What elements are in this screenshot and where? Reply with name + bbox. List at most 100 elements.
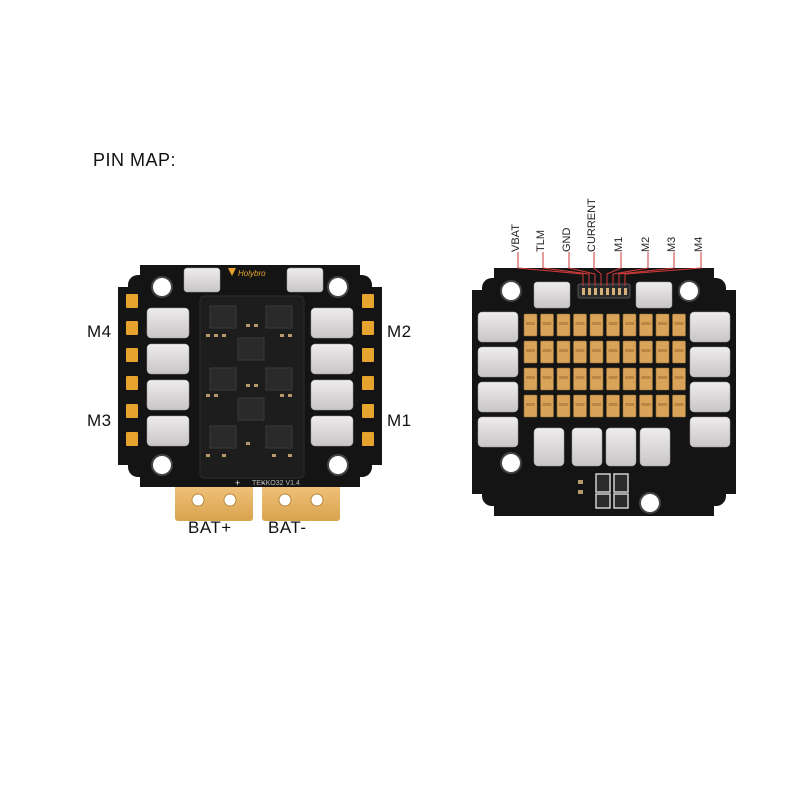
capacitor (605, 427, 637, 467)
motor-pad (362, 376, 374, 390)
front-right-capacitors (310, 307, 354, 447)
bat-plus-tab (175, 485, 253, 521)
mosfet-marking (575, 403, 585, 406)
mosfet-marking (641, 376, 651, 379)
pin-callouts (517, 252, 702, 286)
battery-label-negative: BAT- (268, 518, 307, 537)
mosfet-marking (559, 322, 568, 325)
mosfet-marking (674, 403, 684, 406)
capacitor (477, 381, 519, 413)
shunt-resistor (595, 493, 611, 509)
back-right-capacitors (689, 311, 731, 448)
motor-pad (126, 294, 138, 308)
ic-chip (237, 337, 265, 361)
front-board: Holybro TEKKO32 V1.4 + - (118, 265, 382, 521)
shunt-resistor (613, 493, 629, 509)
back-pin-label: CURRENT (586, 198, 598, 252)
pin-callout-line (542, 252, 590, 286)
capacitor (689, 311, 731, 343)
mosfet-marking (641, 403, 651, 406)
mosfet-marking (575, 376, 585, 379)
mosfet-marking (592, 376, 601, 379)
capacitor (571, 427, 603, 467)
bat-plus-hole-2 (223, 493, 237, 507)
pin-callout-line (624, 252, 702, 286)
pin-map-title: PIN MAP: (93, 150, 177, 170)
motor-pad (126, 348, 138, 362)
mosfet-marking (542, 322, 552, 325)
front-mount-hole-tr (327, 276, 349, 298)
capacitor (310, 307, 354, 339)
brand-logo: Holybro (228, 268, 266, 278)
back-pin-label: M2 (640, 236, 652, 252)
back-mount-hole-tr (678, 280, 700, 302)
motor-pad (362, 321, 374, 335)
capacitor (310, 379, 354, 411)
pad-polarity-negative: - (262, 478, 265, 488)
pin-callout-line (568, 252, 596, 286)
mosfet-marking (592, 322, 601, 325)
motor-label-m4: M4 (87, 322, 112, 341)
capacitor (310, 343, 354, 375)
capacitor (146, 379, 190, 411)
shunt-resistor (613, 473, 629, 493)
back-mount-hole-bl (500, 452, 522, 474)
bat-minus-hole-1 (278, 493, 292, 507)
pin-callout-line (612, 252, 649, 286)
pin-connector (577, 283, 631, 299)
motor-pad (126, 321, 138, 335)
mosfet-marking (559, 376, 568, 379)
capacitor (477, 346, 519, 378)
motor-pad (362, 348, 374, 362)
capacitor (689, 416, 731, 448)
mosfet-marking (542, 376, 552, 379)
mosfet-marking (559, 403, 568, 406)
motor-pad (362, 404, 374, 418)
back-pin-label: VBAT (510, 224, 522, 252)
front-mount-hole-br (327, 454, 349, 476)
mosfet-marking (592, 403, 601, 406)
capacitor (146, 307, 190, 339)
back-pin-label: TLM (535, 230, 547, 252)
motor-pad (362, 432, 374, 446)
capacitor (146, 343, 190, 375)
back-bottom-capacitors (533, 427, 671, 467)
holybro-logo-icon (228, 268, 236, 276)
mosfet-marking (559, 349, 568, 352)
capacitor (286, 267, 324, 293)
front-left-capacitors (146, 307, 190, 447)
ic-chip (265, 305, 293, 329)
ic-chip (237, 397, 265, 421)
mosfet-marking (608, 403, 618, 406)
battery-label-positive: BAT+ (188, 518, 232, 537)
capacitor (689, 381, 731, 413)
mosfet-marking (625, 322, 634, 325)
mosfet-marking (658, 403, 667, 406)
mosfet-marking (674, 376, 684, 379)
pin-callout-line (593, 252, 602, 286)
mosfet-marking (526, 403, 535, 406)
ic-chip (265, 367, 293, 391)
capacitor (477, 416, 519, 448)
shunt-resistors (578, 473, 629, 509)
capacitor (477, 311, 519, 343)
mosfet-marking (608, 376, 618, 379)
silkscreen-model: TEKKO32 V1.4 (252, 480, 300, 487)
passive-components (206, 324, 292, 457)
bat-minus-hole-2 (310, 493, 324, 507)
capacitor (689, 346, 731, 378)
motor-pad (126, 432, 138, 446)
mosfet-marking (625, 349, 634, 352)
mosfet-marking (674, 322, 684, 325)
front-mount-hole-tl (151, 276, 173, 298)
brand-text: Holybro (238, 269, 266, 278)
bat-minus-tab (262, 485, 340, 521)
ic-chip (265, 425, 293, 449)
motor-label-m3: M3 (87, 411, 112, 430)
back-pin-label: GND (561, 227, 573, 252)
capacitor (635, 281, 673, 309)
motor-pad (126, 376, 138, 390)
front-mount-hole-bl (151, 454, 173, 476)
front-right-motor-pads (362, 294, 374, 446)
